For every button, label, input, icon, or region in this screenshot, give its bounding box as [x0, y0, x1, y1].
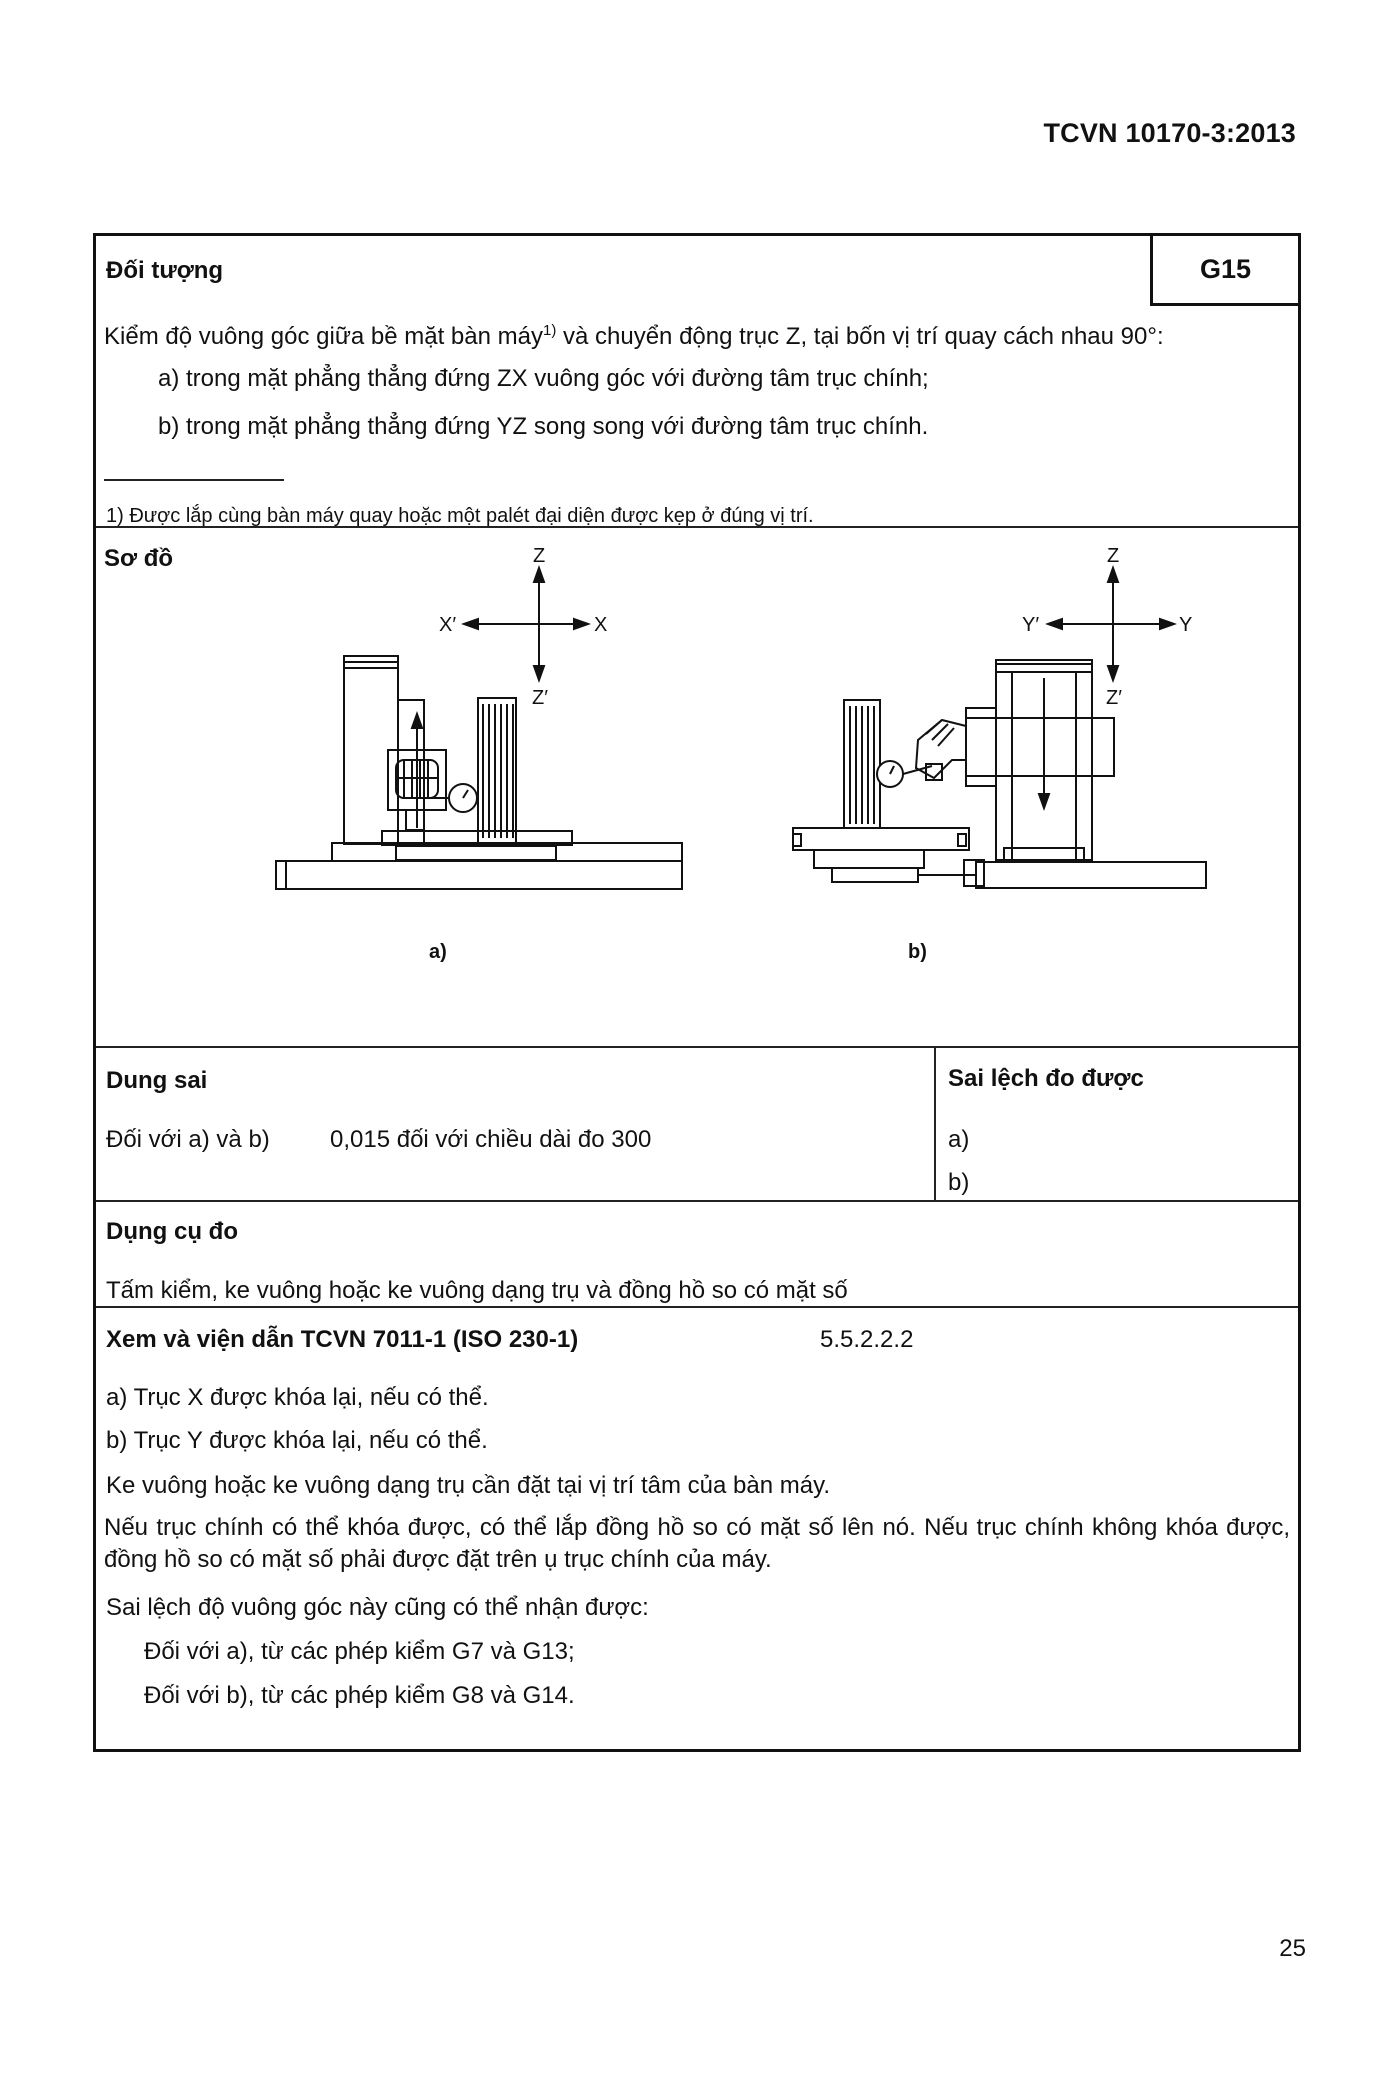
footnote-text: 1) Được lắp cùng bàn máy quay hoặc một p…	[106, 505, 814, 527]
divider-diagram-tolerance	[96, 1046, 1298, 1048]
reference-line-f: Đối với a), từ các phép kiểm G7 và G13;	[144, 1638, 575, 1665]
test-sheet-frame: Đối tượng G15 Kiểm độ vuông góc giữa bề …	[93, 233, 1301, 1752]
reference-line-g: Đối với b), từ các phép kiểm G8 và G14.	[144, 1682, 575, 1709]
footnote-ref: 1)	[542, 322, 557, 339]
footnote-rule	[104, 479, 284, 481]
reference-line-c: Ke vuông hoặc ke vuông dạng trụ cần đặt …	[106, 1472, 830, 1499]
object-heading: Đối tượng	[106, 257, 224, 284]
instruments-heading: Dụng cụ đo	[106, 1218, 238, 1245]
reference-clause: 5.5.2.2.2	[820, 1326, 914, 1353]
diagram-b	[792, 565, 1207, 889]
object-lead-main: Kiểm độ vuông góc giữa bề mặt bàn máy	[104, 323, 543, 350]
tolerance-value: 0,015 đối với chiều dài đo 300	[330, 1126, 652, 1153]
reference-line-a: a) Trục X được khóa lại, nếu có thể.	[106, 1384, 489, 1411]
reference-heading: Xem và viện dẫn TCVN 7011-1 (ISO 230-1)	[106, 1326, 579, 1353]
measured-a: a)	[948, 1126, 970, 1153]
divider-instruments-reference	[96, 1306, 1298, 1308]
divider-tolerance-instruments	[96, 1200, 1298, 1202]
measured-b: b)	[948, 1169, 970, 1196]
caption-b: b)	[908, 941, 927, 963]
axis-a-x: X	[594, 614, 607, 636]
reference-line-d: Nếu trục chính có thể khóa được, có thể …	[104, 1514, 1290, 1573]
object-lead-rest: và chuyển động trục Z, tại bốn vị trí qu…	[556, 323, 1164, 350]
measured-heading: Sai lệch đo được	[948, 1065, 1144, 1092]
axis-b-y-neg: Y′	[1022, 614, 1039, 636]
divider-object-diagram	[96, 526, 1298, 528]
instruments-text: Tấm kiểm, ke vuông hoặc ke vuông dạng tr…	[106, 1277, 848, 1304]
object-item-b: b) trong mặt phẳng thẳng đứng YZ song so…	[158, 413, 929, 440]
test-code-box: G15	[1150, 236, 1298, 306]
diagram-heading: Sơ đồ	[104, 545, 174, 572]
axis-b-z-neg: Z′	[1106, 687, 1122, 709]
object-item-a: a) trong mặt phẳng thẳng đứng ZX vuông g…	[158, 365, 929, 392]
tolerance-label: Đối với a) và b)	[106, 1126, 270, 1153]
document-code: TCVN 10170-3:2013	[1043, 118, 1296, 148]
axis-a-x-neg: X′	[439, 614, 456, 636]
axis-b-z: Z	[1107, 545, 1119, 567]
object-lead: Kiểm độ vuông góc giữa bề mặt bàn máy1) …	[104, 316, 1164, 352]
reference-line-b: b) Trục Y được khóa lại, nếu có thể.	[106, 1427, 488, 1454]
divider-tolerance-measured	[934, 1046, 936, 1200]
axis-a-z: Z	[533, 545, 545, 567]
caption-a: a)	[429, 941, 447, 963]
tolerance-heading: Dung sai	[106, 1067, 208, 1094]
axis-b-y: Y	[1179, 614, 1192, 636]
page-number: 25	[1279, 1935, 1306, 1962]
reference-line-e: Sai lệch độ vuông góc này cũng có thể nh…	[106, 1594, 649, 1621]
diagram-a	[275, 565, 683, 890]
axis-a-z-neg: Z′	[532, 687, 548, 709]
machine-diagram: Z X′ X Z′ Z Y′ Y Z′ a) b)	[275, 545, 1207, 963]
